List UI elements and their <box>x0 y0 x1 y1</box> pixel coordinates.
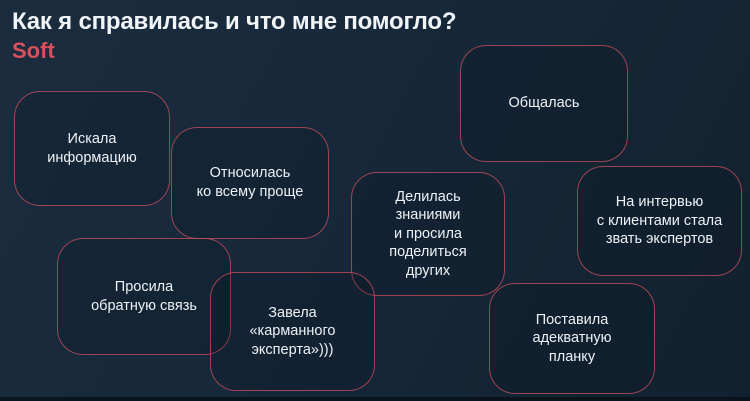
card-otnosilas-ko-vsemu-prosche: Относилась ко всему проще <box>171 127 329 239</box>
card-iskala-informaciyu: Искала информацию <box>14 91 170 206</box>
card-obschalas: Общалась <box>460 45 628 162</box>
card-prosila-obratnuyu-svyaz: Просила обратную связь <box>57 238 231 355</box>
card-zavela-karmannogo-eksperta: Завела «карманного эксперта»))) <box>210 272 375 391</box>
card-postavila-adekvatnuyu-planku: Поставила адекватную планку <box>489 283 655 394</box>
card-delilas-znaniyami: Делилась знаниями и просила поделиться д… <box>351 172 505 296</box>
bottom-edge-strip <box>0 397 750 401</box>
card-na-intervyu-zvat-ekspertov: На интервью с клиентами стала звать эксп… <box>577 166 742 276</box>
slide-title: Как я справилась и что мне помогло? <box>12 8 457 35</box>
slide-subtitle-soft: Soft <box>12 38 55 63</box>
